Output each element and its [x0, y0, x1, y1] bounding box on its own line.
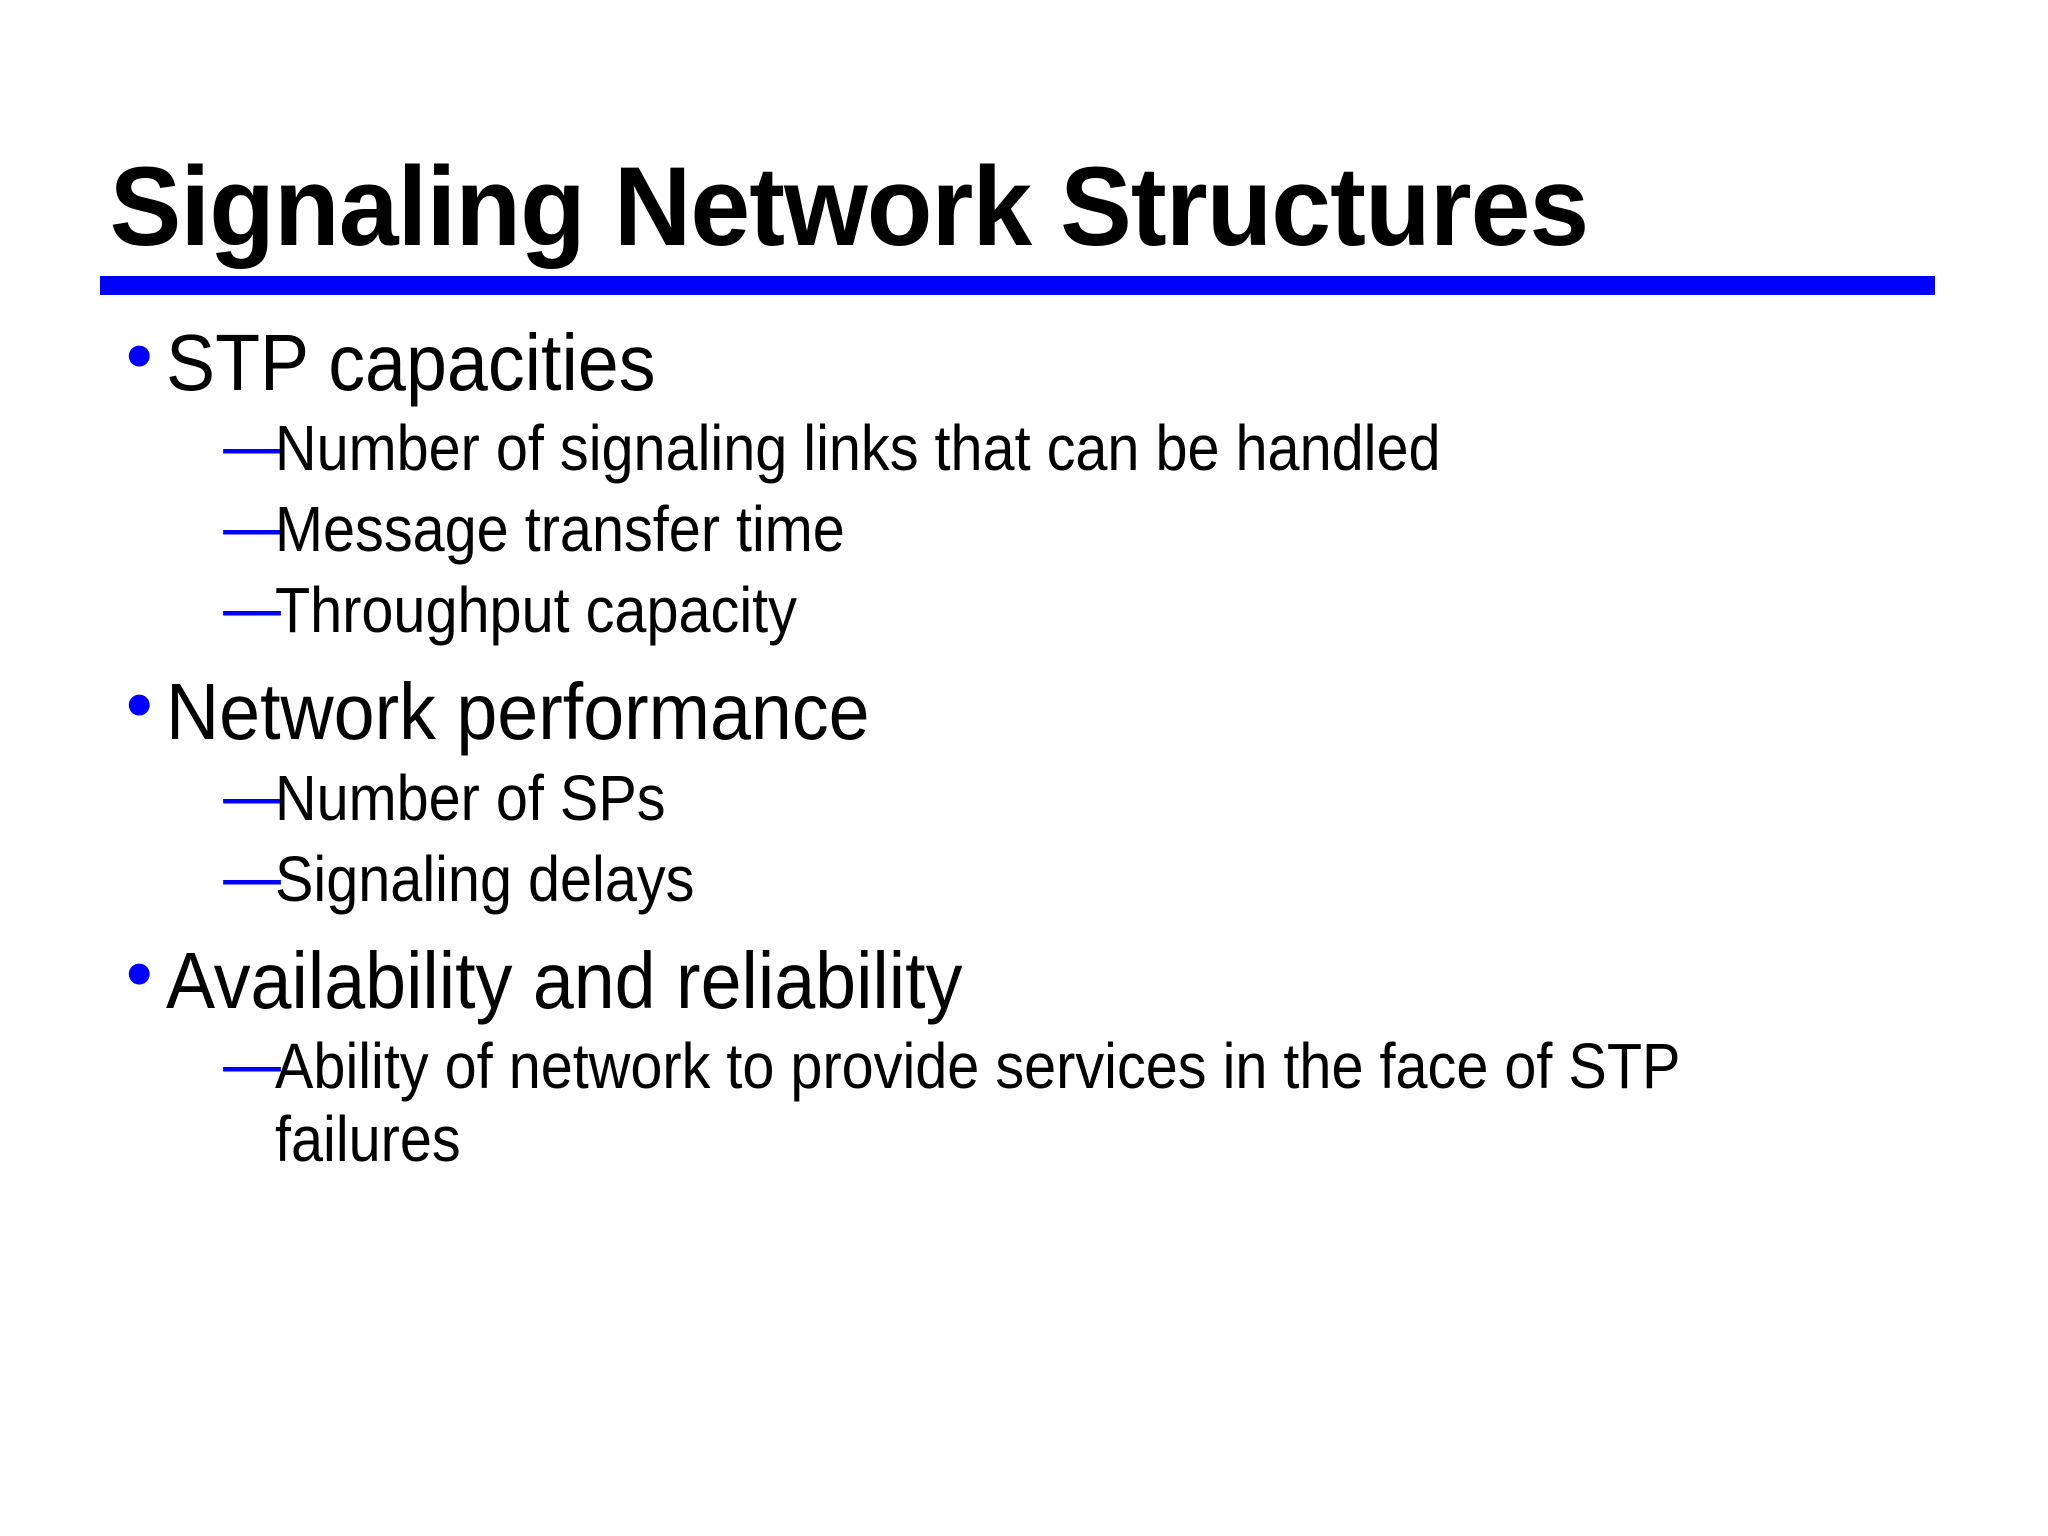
- list-item-label: Ability of network to provide services i…: [275, 1029, 1680, 1175]
- list-item[interactable]: — Throughput capacity: [100, 574, 1980, 647]
- list-item[interactable]: • STP capacities: [100, 316, 1980, 407]
- list-item[interactable]: — Ability of network to provide services…: [100, 1028, 1980, 1176]
- list-item-label: Signaling delays: [275, 842, 695, 915]
- em-dash-icon: —: [220, 1028, 284, 1103]
- list-item-label: Number of signaling links that can be ha…: [275, 412, 1441, 485]
- list-item[interactable]: — Number of signaling links that can be …: [100, 412, 1980, 485]
- list-item-label: STP capacities: [166, 318, 656, 407]
- em-dash-icon: —: [220, 841, 284, 916]
- list-item-label: Network performance: [166, 667, 870, 757]
- list-item-label: Availability and reliability: [166, 935, 963, 1025]
- list-item-label: Number of SPs: [275, 761, 666, 834]
- bullet-dot-icon: •: [118, 665, 161, 750]
- em-dash-icon: —: [220, 760, 284, 835]
- list-item[interactable]: — Message transfer time: [100, 493, 1980, 566]
- list-item[interactable]: • Availability and reliability: [100, 933, 1980, 1025]
- list-item-label: Throughput capacity: [275, 574, 797, 647]
- list-item[interactable]: — Number of SPs: [100, 760, 1980, 835]
- em-dash-icon: —: [220, 573, 284, 648]
- page-title: Signaling Network Structures: [109, 144, 1590, 269]
- outline-body: • STP capacities — Number of signaling l…: [100, 316, 1980, 1184]
- em-dash-icon: —: [220, 492, 284, 567]
- list-item-label: Message transfer time: [275, 493, 845, 566]
- list-item[interactable]: — Signaling delays: [100, 841, 1980, 916]
- bullet-dot-icon: •: [118, 316, 161, 400]
- title-block: Signaling Network Structures: [100, 144, 1948, 296]
- em-dash-icon: —: [220, 411, 284, 486]
- list-item[interactable]: • Network performance: [100, 665, 1980, 757]
- bullet-dot-icon: •: [118, 933, 161, 1018]
- title-underline-rule: [100, 276, 1935, 296]
